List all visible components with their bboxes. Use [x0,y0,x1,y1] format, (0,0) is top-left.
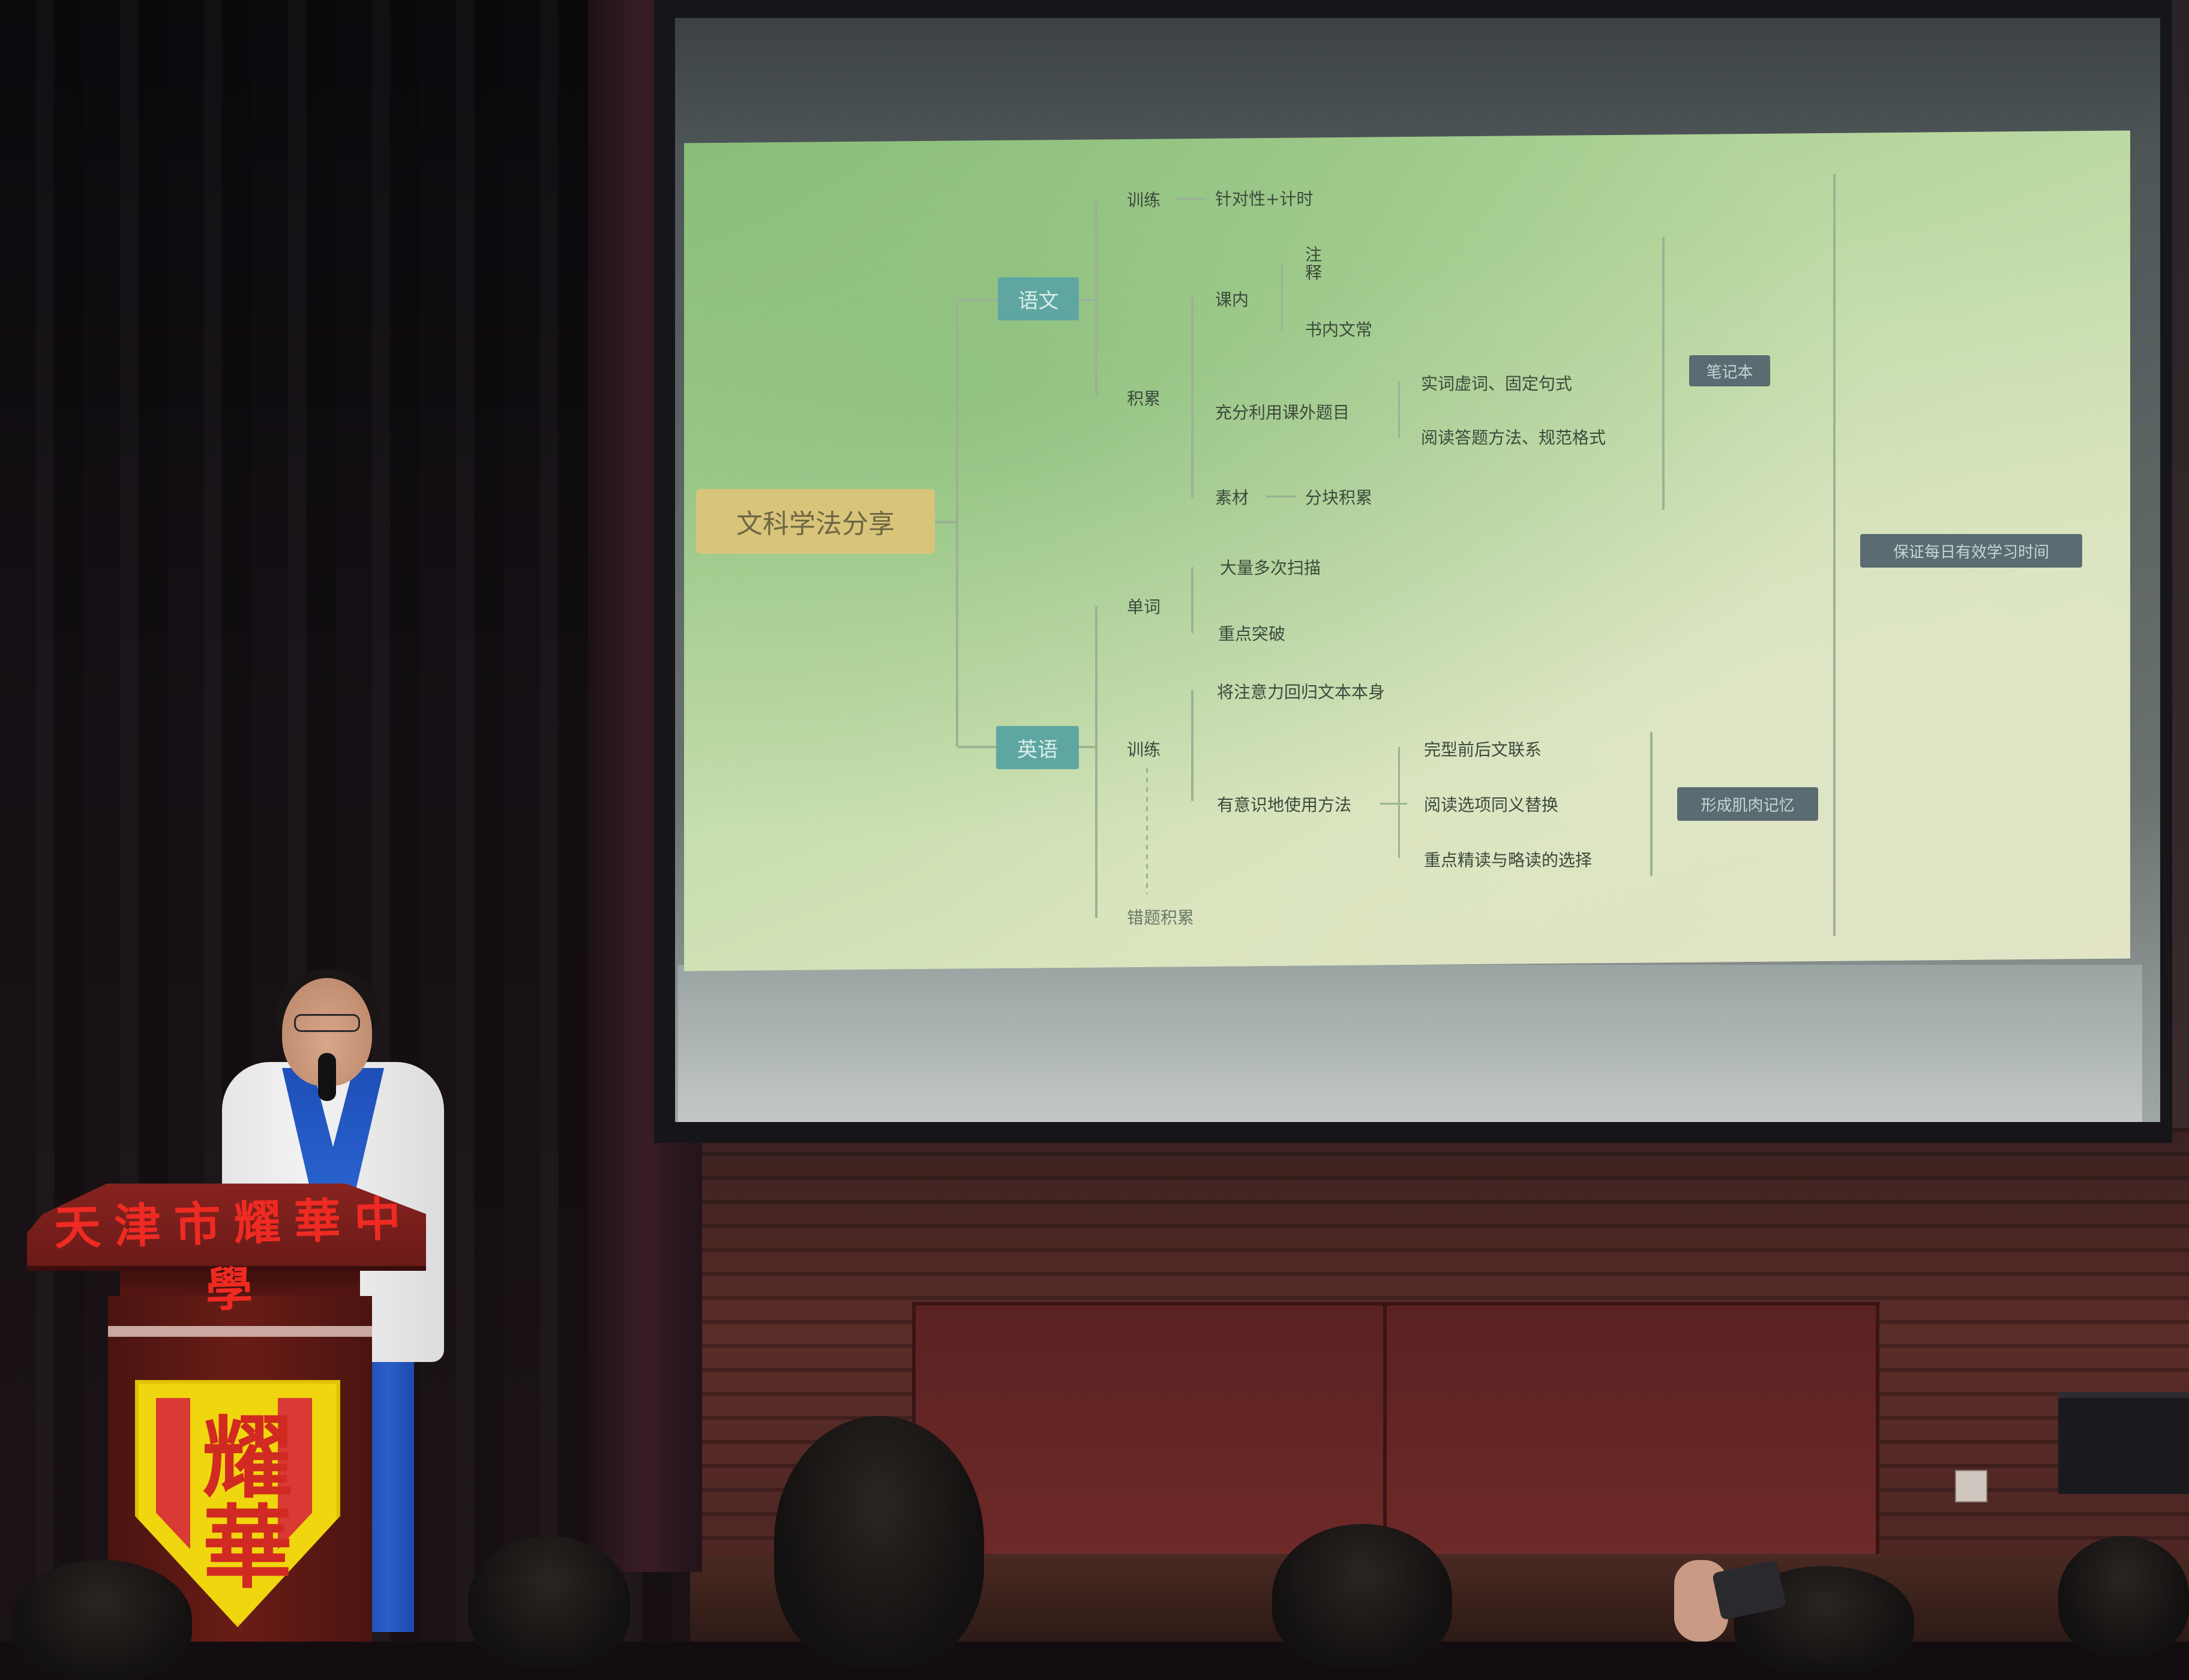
extra-item-methods: 阅读答题方法、规范格式 [1421,428,1606,448]
vocab-vertical [1191,567,1194,633]
chinese-training-label: 训练 [1127,190,1161,210]
school-emblem-text: 耀華 [187,1410,293,1590]
english-summary-label: 形成肌肉记忆 [1701,796,1795,815]
chinese-stub [1079,299,1095,301]
english-training-label: 训练 [1127,740,1161,760]
root-branch-vertical [956,300,958,747]
material-label: 素材 [1215,488,1249,508]
extra-vertical [1398,381,1400,438]
slide-bottom-area [678,965,2142,1122]
english-training-focus: 将注意力回归文本本身 [1217,682,1386,702]
overall-label: 保证每日有效学习时间 [1893,543,2049,562]
in-class-item-textbook: 书内文常 [1305,320,1373,340]
podium-top [27,1183,426,1271]
vocab-label: 单词 [1127,597,1161,617]
chinese-summary-bracket [1662,237,1665,510]
mind-map-root: 文科学法分享 [696,489,935,554]
vocab-item-focus: 重点突破 [1218,624,1286,644]
microphone [318,1053,336,1101]
side-equipment [2058,1392,2189,1494]
podium-title: 天津市耀華中學 [53,1192,415,1318]
english-training-vertical [1191,690,1194,801]
methods-label: 有意识地使用方法 [1217,795,1352,815]
method-item-cloze: 完型前后文联系 [1424,740,1542,760]
english-summary-bracket [1650,732,1653,876]
chinese-branch-vertical [1095,198,1098,396]
glasses [294,1014,360,1032]
audience-head [2058,1536,2189,1656]
extra-item-words: 实词虚词、固定句式 [1421,374,1573,394]
audience-head [468,1536,630,1668]
wall-outlet [1955,1470,1987,1502]
english-branch-vertical [1095,606,1098,918]
mistakes-dotted-line [1146,768,1148,894]
chinese-node: 语文 [998,277,1079,320]
audience-head [1272,1524,1452,1668]
in-class-item-annotation: 注释 [1305,245,1323,283]
chinese-accumulation-label: 积累 [1127,389,1161,409]
english-node: 英语 [996,726,1079,769]
methods-dash [1380,803,1407,805]
training-dash [1176,198,1206,200]
english-connector [958,746,996,748]
material-item: 分块积累 [1305,488,1373,508]
material-dash [1266,496,1296,497]
chinese-summary-label: 笔记本 [1706,363,1753,382]
overall-box: 保证每日有效学习时间 [1860,534,2082,568]
vocab-item-scan: 大量多次扫描 [1220,558,1321,578]
in-class-vertical [1281,264,1283,330]
mistakes-label: 错题积累 [1127,908,1195,928]
audience-head [774,1416,984,1668]
chinese-summary-box: 笔记本 [1689,355,1770,386]
english-stub [1079,746,1095,748]
english-summary-box: 形成肌肉记忆 [1677,787,1818,821]
stage-panel-divider [1383,1302,1387,1566]
extra-label: 充分利用课外题目 [1215,403,1350,422]
english-label: 英语 [1017,737,1058,762]
method-item-synonym: 阅读选项同义替换 [1424,795,1559,815]
overall-bracket [1833,174,1836,936]
methods-vertical [1398,747,1400,858]
in-class-label: 课内 [1215,290,1249,310]
chinese-training-item: 针对性+计时 [1215,189,1314,209]
podium-rim [108,1326,372,1337]
root-connector [935,521,956,523]
method-item-reading: 重点精读与略读的选择 [1424,850,1593,870]
accumulation-vertical [1191,297,1194,498]
chinese-label: 语文 [1018,289,1059,313]
chinese-connector [958,299,998,301]
root-label: 文科学法分享 [736,509,895,539]
audience-head [12,1560,192,1680]
